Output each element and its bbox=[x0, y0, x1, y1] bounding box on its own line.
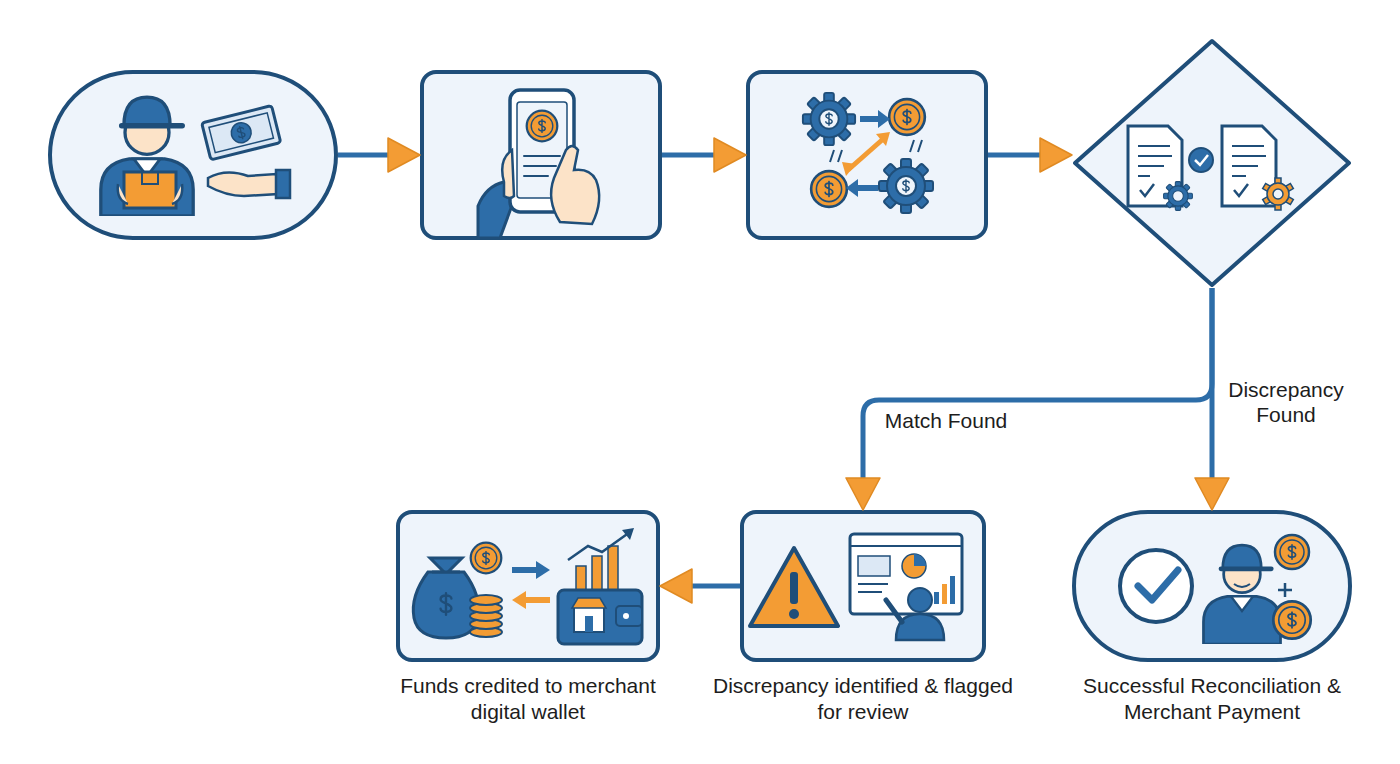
node-caption: Discrepancy identified & flagged for rev… bbox=[713, 673, 1013, 725]
end-terminal-shape bbox=[1074, 512, 1350, 660]
connector-line bbox=[1210, 288, 1215, 482]
node-caption: Funds credited to merchant digital walle… bbox=[378, 673, 678, 725]
connector-line bbox=[988, 153, 1044, 158]
decision-diamond bbox=[1072, 38, 1352, 288]
connector-line bbox=[662, 153, 718, 158]
start-terminal-outline bbox=[48, 70, 338, 240]
end-terminal-outline bbox=[1072, 510, 1352, 662]
node-caption: Successful Reconciliation & Merchant Pay… bbox=[1052, 673, 1372, 725]
process-box: Discrepancy identified & flagged for rev… bbox=[740, 510, 986, 662]
process-box bbox=[746, 70, 988, 240]
end-box-outline bbox=[396, 510, 660, 662]
flow-connector bbox=[660, 569, 740, 603]
arrow-head bbox=[846, 478, 880, 510]
connector-line bbox=[863, 288, 1212, 482]
arrow-head bbox=[388, 138, 420, 172]
edge-label: Discrepancy Found bbox=[1216, 377, 1356, 427]
arrow-head bbox=[714, 138, 746, 172]
arrow-head bbox=[660, 569, 692, 603]
connector-line bbox=[338, 153, 392, 158]
process-box bbox=[420, 70, 662, 240]
connector-line bbox=[688, 584, 740, 589]
process-box-outline bbox=[420, 70, 662, 240]
process-box-outline bbox=[746, 70, 988, 240]
decision-diamond-outline bbox=[1072, 38, 1352, 288]
process-box-outline bbox=[740, 510, 986, 662]
process-box-shape bbox=[422, 72, 660, 238]
arrow-head bbox=[1040, 138, 1072, 172]
flow-connector bbox=[338, 138, 420, 172]
flow-connector bbox=[662, 138, 746, 172]
process-box-shape bbox=[748, 72, 986, 238]
process-box-shape bbox=[742, 512, 984, 660]
decision-diamond-shape bbox=[1075, 41, 1349, 285]
start-terminal-shape bbox=[50, 72, 336, 238]
end-box: Funds credited to merchant digital walle… bbox=[396, 510, 660, 662]
flow-connector bbox=[1195, 288, 1229, 510]
flow-connector bbox=[846, 288, 1212, 510]
arrow-head bbox=[1195, 478, 1229, 510]
end-box-shape bbox=[398, 512, 658, 660]
edge-label: Match Found bbox=[856, 408, 1036, 433]
flow-connector bbox=[988, 138, 1072, 172]
start-terminal bbox=[48, 70, 338, 240]
end-terminal: Successful Reconciliation & Merchant Pay… bbox=[1072, 510, 1352, 662]
